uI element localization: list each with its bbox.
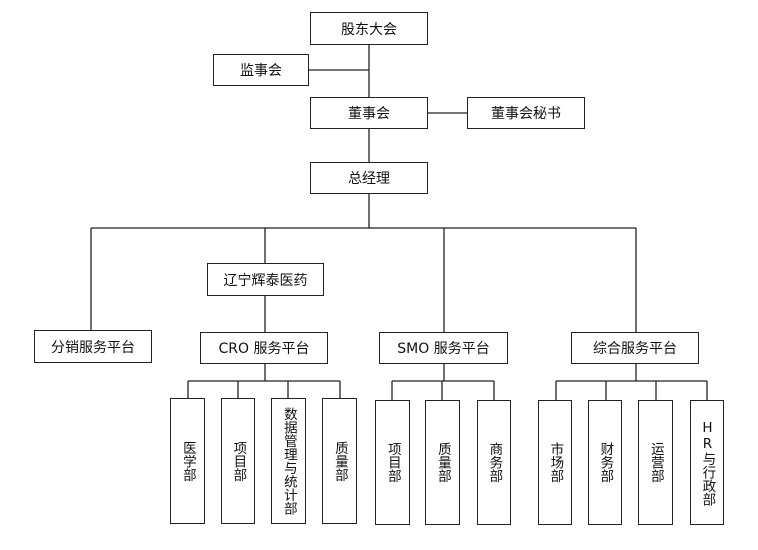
smo-dept-label: 商务部	[486, 442, 503, 483]
smo-dept-label: 项目部	[384, 442, 401, 483]
cro-platform-node: CRO 服务平台	[200, 332, 328, 364]
liaoning-node: 辽宁辉泰医药	[207, 263, 324, 296]
smo-platform-label: SMO 服务平台	[397, 341, 490, 357]
general-manager-label: 总经理	[348, 171, 390, 187]
cro-dept-box: 项目部	[221, 398, 255, 524]
cro-dept-label: 项目部	[230, 440, 247, 482]
board-label: 董事会	[348, 106, 390, 122]
general-platform-label: 综合服务平台	[593, 341, 677, 357]
board-secretary-label: 董事会秘书	[491, 106, 561, 122]
supervisors-node: 监事会	[213, 54, 309, 86]
general-platform-node: 综合服务平台	[571, 332, 699, 364]
cro-dept-box: 数据管理与统计部	[271, 398, 306, 524]
cro-dept-label: 质量部	[331, 440, 348, 482]
general-dept-box: 市场部	[538, 400, 572, 525]
general-manager-node: 总经理	[310, 162, 428, 194]
distribution-platform-label: 分销服务平台	[51, 339, 135, 356]
general-dept-label: 市场部	[547, 442, 564, 483]
cro-dept-box: 医学部	[170, 398, 205, 524]
general-dept-label: 运营部	[647, 442, 664, 483]
liaoning-label: 辽宁辉泰医药	[223, 272, 308, 289]
smo-dept-label: 质量部	[434, 442, 451, 483]
distribution-platform-node: 分销服务平台	[34, 330, 152, 363]
general-dept-label: 财务部	[597, 442, 614, 483]
board-node: 董事会	[310, 97, 428, 129]
smo-dept-box: 质量部	[425, 400, 460, 525]
cro-dept-label: 医学部	[179, 440, 196, 482]
cro-dept-box: 质量部	[322, 398, 357, 524]
general-dept-label: HR与行政部	[699, 419, 716, 506]
smo-dept-box: 项目部	[375, 400, 410, 525]
shareholders-node: 股东大会	[310, 12, 428, 45]
general-dept-box: 运营部	[638, 400, 673, 525]
shareholders-label: 股东大会	[341, 21, 397, 38]
general-dept-box: 财务部	[588, 400, 622, 525]
general-dept-box: HR与行政部	[690, 400, 724, 525]
cro-dept-label: 数据管理与统计部	[280, 407, 297, 515]
smo-platform-node: SMO 服务平台	[379, 332, 508, 364]
board-secretary-node: 董事会秘书	[467, 97, 585, 129]
supervisors-label: 监事会	[240, 63, 282, 79]
smo-dept-box: 商务部	[477, 400, 511, 525]
cro-platform-label: CRO 服务平台	[218, 341, 310, 357]
